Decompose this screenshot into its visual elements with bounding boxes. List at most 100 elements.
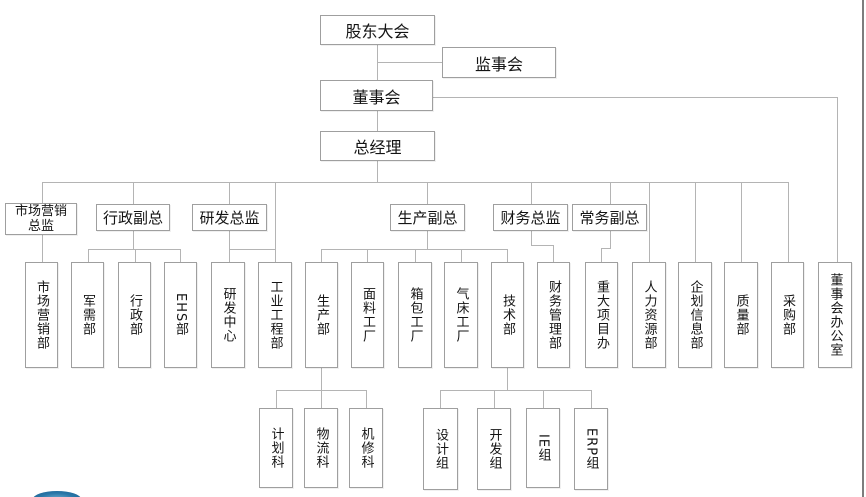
node-label: 人力资源部	[641, 280, 657, 350]
connector-line	[837, 97, 838, 262]
connector-line	[321, 249, 508, 250]
connector-line	[695, 182, 696, 262]
connector-line	[507, 368, 508, 390]
node-label: 生产部	[314, 294, 329, 336]
node-label: 行政部	[127, 294, 142, 336]
connector-line	[433, 97, 837, 98]
node-ehs-dept: EHS部	[164, 262, 197, 368]
connector-line	[440, 390, 441, 408]
connector-line	[591, 390, 592, 408]
connector-line	[741, 182, 742, 262]
node-label: 研发总监	[199, 209, 260, 227]
node-label: 生产副总	[397, 209, 458, 227]
connector-line	[42, 182, 788, 183]
node-machine-repair-section: 机修科	[349, 408, 383, 488]
node-label: 研发中心	[220, 287, 236, 343]
node-industrial-engineering-dept: 工业工程部	[258, 262, 292, 368]
node-label: ERP组	[583, 427, 599, 471]
connector-line	[610, 231, 611, 248]
node-production-dept: 生产部	[305, 262, 338, 368]
node-marketing-director: 市场营销总监	[5, 203, 77, 235]
connector-line	[321, 249, 322, 262]
node-label: 设计组	[433, 428, 448, 470]
node-ie-group: IE组	[526, 408, 560, 488]
window-right-edge	[862, 0, 864, 497]
node-fabric-factory: 面料工厂	[351, 262, 384, 368]
connector-line	[427, 182, 428, 204]
connector-line	[440, 390, 592, 391]
connector-line	[367, 249, 368, 262]
connector-line	[321, 390, 322, 408]
connector-line	[610, 182, 611, 204]
connector-line	[553, 245, 554, 262]
connector-line	[180, 249, 181, 262]
node-label: 机修科	[358, 427, 374, 469]
connector-line	[88, 249, 89, 262]
connector-line	[275, 182, 276, 262]
node-design-group: 设计组	[423, 408, 458, 490]
connector-line	[494, 390, 495, 408]
node-development-group: 开发组	[477, 408, 511, 490]
connector-line	[229, 182, 230, 204]
node-label: 面料工厂	[360, 287, 375, 343]
node-board-office: 董事会办公室	[818, 262, 852, 368]
connector-line	[88, 249, 181, 250]
node-purchasing-dept: 采购部	[771, 262, 804, 368]
connector-line	[377, 62, 443, 63]
connector-line	[507, 249, 508, 262]
connector-line	[42, 182, 43, 203]
connector-line	[601, 248, 602, 262]
node-major-projects-office: 重大项目办	[585, 262, 618, 368]
connector-line	[377, 161, 378, 182]
node-label: IE组	[535, 433, 551, 463]
node-admin-dept: 行政部	[118, 262, 151, 368]
node-label: EHS部	[173, 293, 188, 337]
connector-line	[42, 235, 43, 262]
logo-partial-icon	[33, 491, 81, 497]
node-planning-section: 计划科	[259, 408, 293, 488]
node-label: 质量部	[733, 294, 749, 336]
node-admin-vp: 行政副总	[96, 204, 170, 231]
node-label: 技术部	[500, 294, 515, 336]
connector-line	[377, 45, 378, 81]
node-erp-group: ERP组	[574, 408, 608, 490]
connector-line	[601, 248, 611, 249]
node-label: 董事会办公室	[827, 273, 843, 357]
connector-line	[377, 111, 378, 131]
connector-line	[133, 182, 134, 204]
connector-line	[366, 390, 367, 408]
node-label: 箱包工厂	[407, 287, 423, 343]
node-finance-mgmt-dept: 财务管理部	[537, 262, 570, 368]
node-finance-director: 财务总监	[493, 204, 568, 231]
node-label: 企划信息部	[687, 280, 703, 350]
node-label: 工业工程部	[267, 280, 283, 350]
node-airbed-factory: 气床工厂	[444, 262, 478, 368]
node-rd-director: 研发总监	[192, 204, 267, 231]
node-label: 股东大会	[345, 22, 410, 41]
connector-line	[543, 390, 544, 408]
node-shareholders-meeting: 股东大会	[320, 15, 435, 45]
node-label: 董事会	[352, 87, 401, 107]
node-executive-vp: 常务副总	[572, 204, 647, 231]
node-rd-center: 研发中心	[211, 262, 245, 368]
node-label: 市场营销部	[34, 280, 49, 350]
node-label: 行政副总	[102, 209, 163, 227]
connector-line	[427, 231, 428, 249]
node-marketing-dept: 市场营销部	[25, 262, 58, 368]
node-hr-dept: 人力资源部	[632, 262, 666, 368]
node-label: 气床工厂	[453, 287, 469, 343]
connector-line	[229, 249, 276, 250]
node-supervisory-board: 监事会	[442, 47, 556, 78]
node-planning-info-dept: 企划信息部	[678, 262, 712, 368]
node-label: 重大项目办	[594, 280, 609, 350]
connector-line	[649, 182, 650, 262]
node-general-manager: 总经理	[320, 131, 435, 161]
connector-line	[461, 249, 462, 262]
node-label: 总经理	[353, 138, 402, 157]
connector-line	[531, 182, 532, 204]
node-label: 常务副总	[579, 209, 640, 227]
node-label: 市场营销总监	[14, 204, 67, 234]
node-tech-dept: 技术部	[491, 262, 524, 368]
connector-line	[531, 245, 554, 246]
